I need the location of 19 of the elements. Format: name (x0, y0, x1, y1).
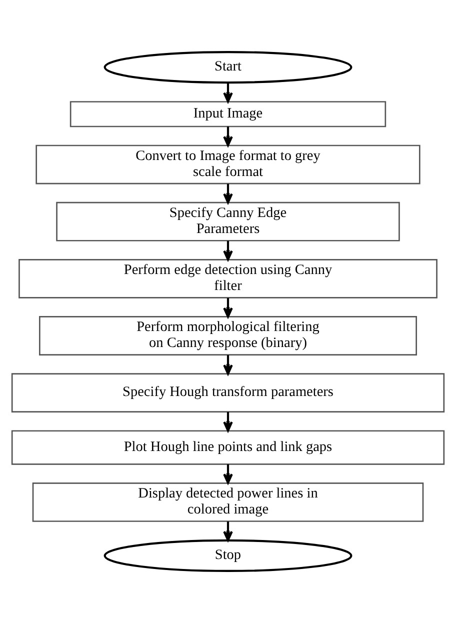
node-box: Specify Canny Edge Parameters (56, 201, 400, 241)
node-box: Perform edge detection using Canny filter (18, 258, 438, 298)
node-box: Plot Hough line points and link gaps (11, 430, 445, 464)
arrow (223, 464, 233, 484)
node-box: Specify Hough transform parameters (11, 372, 445, 412)
node-box: Input Image (70, 100, 386, 127)
arrow (223, 82, 233, 102)
node-ellipse: Start (104, 50, 352, 84)
arrow (223, 298, 233, 318)
node-box: Display detected power lines in colored image (32, 482, 424, 522)
node-box: Perform morphological filtering on Canny response (binary) (39, 316, 417, 355)
arrow (223, 354, 233, 374)
node-ellipse: Stop (104, 538, 352, 572)
arrow (223, 183, 233, 204)
arrow (223, 411, 233, 432)
node-box: Convert to Image format to grey scale format (36, 144, 420, 184)
arrow (223, 126, 233, 146)
arrow (223, 240, 233, 260)
arrow (223, 521, 233, 541)
